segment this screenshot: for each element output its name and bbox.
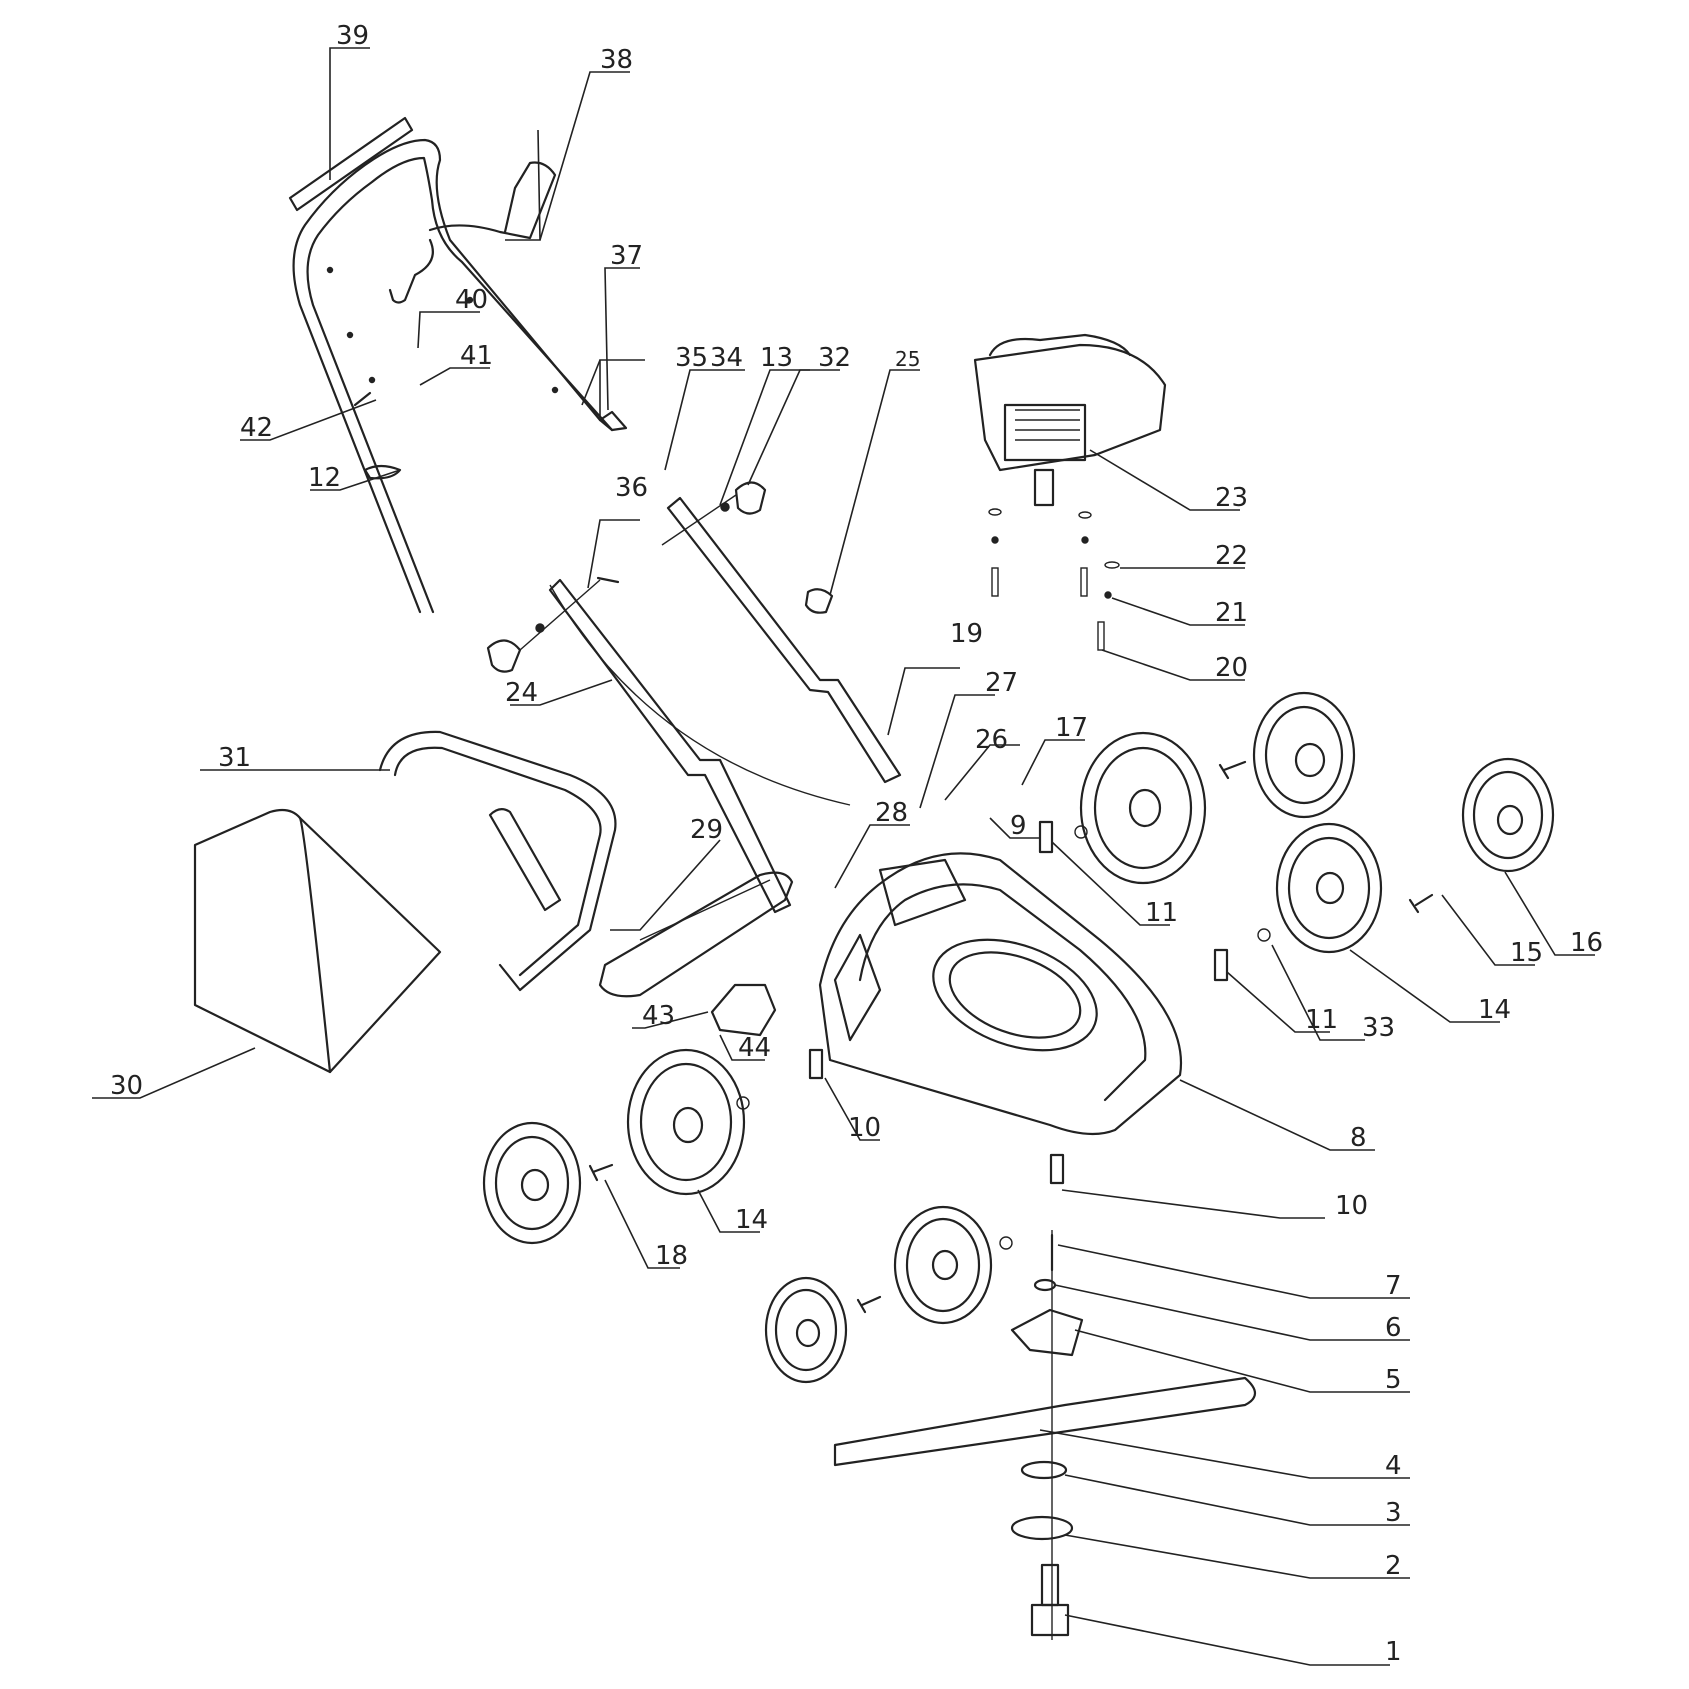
- callout-28: 28: [875, 798, 908, 828]
- callout-9: 9: [1010, 811, 1027, 841]
- hubcap-front-left: [482, 1121, 582, 1245]
- blade-assembly: [833, 1230, 1257, 1640]
- callout-13: 13: [760, 343, 793, 373]
- rear-flap: [598, 871, 794, 998]
- wheel-rear-right: [1275, 822, 1383, 954]
- grass-bag-frame: [378, 730, 617, 992]
- callout-labels: 1 2 3 4 5 6 7 8 9 10 10 11 11 12 13 14 1…: [110, 21, 1603, 1667]
- screw-42: [353, 391, 372, 407]
- callout-21: 21: [1215, 598, 1248, 628]
- callout-19: 19: [950, 619, 983, 649]
- lower-handle-right: [666, 496, 902, 784]
- cable: [549, 584, 851, 806]
- callout-15: 15: [1510, 938, 1543, 968]
- callout-1: 1: [1385, 1637, 1402, 1667]
- callout-11-upper: 11: [1145, 898, 1178, 928]
- wheel-rear-left: [893, 1205, 993, 1325]
- callout-39: 39: [336, 21, 369, 51]
- axle-brackets: [808, 820, 1229, 1185]
- callout-16: 16: [1570, 928, 1603, 958]
- callout-7: 7: [1385, 1271, 1402, 1301]
- callout-44: 44: [738, 1033, 771, 1063]
- grass-bag: [193, 808, 442, 1074]
- small-clamp-25: [804, 588, 834, 614]
- callout-17: 17: [1055, 713, 1088, 743]
- callout-20: 20: [1215, 653, 1248, 683]
- mower-deck: [818, 852, 1183, 1136]
- callout-5: 5: [1385, 1365, 1402, 1395]
- callout-33: 33: [1362, 1013, 1395, 1043]
- wheel-front-left: [626, 1048, 746, 1196]
- grip-tube: [288, 116, 414, 212]
- callout-27: 27: [985, 668, 1018, 698]
- callout-42: 42: [240, 413, 273, 443]
- callout-6: 6: [1385, 1313, 1402, 1343]
- callout-29: 29: [690, 815, 723, 845]
- callout-14-right: 14: [1478, 995, 1511, 1025]
- right-knob: [661, 481, 767, 546]
- wheel-front-right: [1079, 731, 1207, 885]
- callout-4: 4: [1385, 1451, 1402, 1481]
- callout-32: 32: [818, 343, 851, 373]
- hubcap-rear-right: [1461, 757, 1555, 873]
- callout-38: 38: [600, 45, 633, 75]
- callout-18: 18: [655, 1241, 688, 1271]
- callout-22: 22: [1215, 541, 1248, 571]
- hubcap-rear-left: [764, 1276, 848, 1384]
- callout-35: 35: [675, 343, 708, 373]
- callout-40: 40: [455, 285, 488, 315]
- callout-10-right: 10: [1335, 1191, 1368, 1221]
- callout-41: 41: [460, 341, 493, 371]
- callout-23: 23: [1215, 483, 1248, 513]
- hubcap-front-right: [1252, 691, 1356, 819]
- callout-24: 24: [505, 678, 538, 708]
- callout-11-lower: 11: [1305, 1005, 1338, 1035]
- left-knob: [486, 576, 620, 673]
- engine-bolts: [988, 508, 1120, 651]
- mulch-plug-44: [710, 983, 777, 1037]
- lower-handle-left: [548, 578, 792, 914]
- upper-handle: [292, 138, 628, 614]
- bail-lever: [388, 161, 557, 304]
- engine: [973, 333, 1167, 507]
- callout-12: 12: [308, 463, 341, 493]
- callout-37: 37: [610, 241, 643, 271]
- callout-14-left: 14: [735, 1205, 768, 1235]
- leader-lines: [92, 47, 1595, 1666]
- callout-26: 26: [975, 725, 1008, 755]
- callout-3: 3: [1385, 1498, 1402, 1528]
- callout-30: 30: [110, 1071, 143, 1101]
- callout-25: 25: [895, 347, 920, 371]
- callout-2: 2: [1385, 1551, 1402, 1581]
- wheel-bolts: [588, 760, 1434, 1314]
- callout-43: 43: [642, 1001, 675, 1031]
- callout-31: 31: [218, 743, 251, 773]
- callout-8: 8: [1350, 1123, 1367, 1153]
- callout-10-left: 10: [848, 1113, 881, 1143]
- callout-34: 34: [710, 343, 743, 373]
- callout-36: 36: [615, 473, 648, 503]
